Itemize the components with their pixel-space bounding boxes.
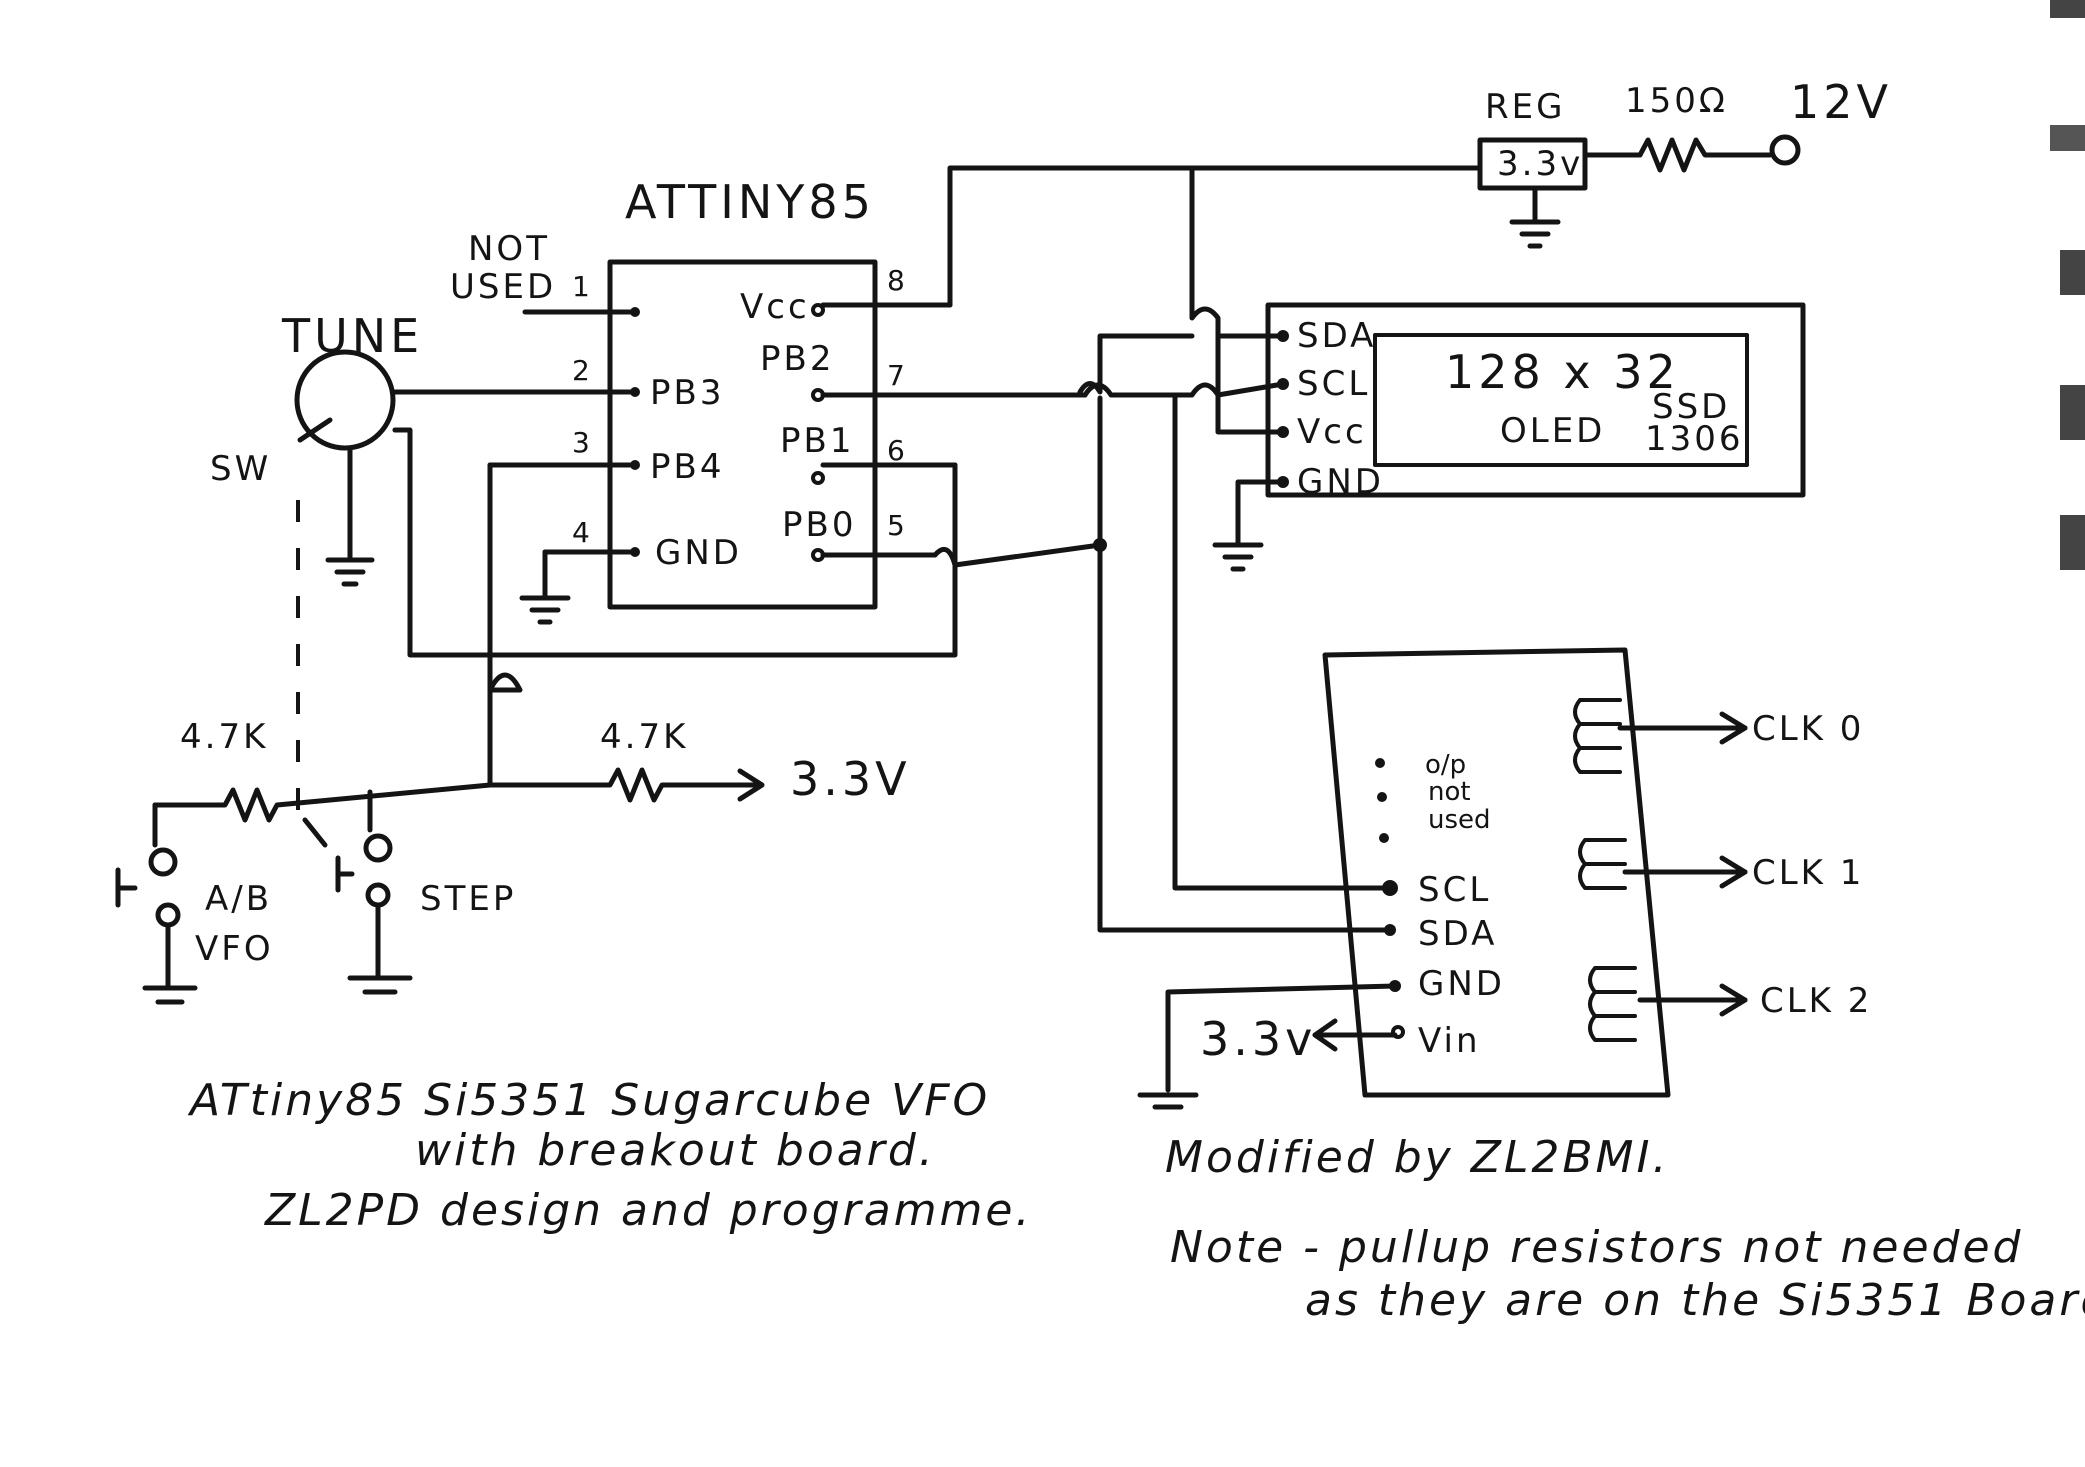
pin-4-number: 4 <box>572 516 590 549</box>
pb3-label: PB3 <box>650 373 724 413</box>
si5351-vin-label: Vin <box>1418 1021 1481 1061</box>
step-label: STEP <box>420 879 516 919</box>
resistor-2-label: 4.7K <box>600 717 688 757</box>
si5351-sda-label: SDA <box>1418 914 1497 954</box>
vfo-label: VFO <box>195 929 274 969</box>
not-used-op: o/p <box>1425 750 1466 780</box>
note-subtitle: with breakout board. <box>415 1125 936 1176</box>
oled-1306-label: 1306 <box>1645 419 1744 459</box>
gnd-pin-label: GND <box>655 533 742 573</box>
notes: ATtiny85 Si5351 Sugarcube VFO with break… <box>187 1075 2085 1326</box>
resistor-1-label: 4.7K <box>180 717 268 757</box>
pin-2-number: 2 <box>572 354 590 387</box>
si5351-scl-label: SCL <box>1418 870 1491 910</box>
resistor-network: 4.7K 4.7K 3.3V <box>152 462 911 823</box>
note-board: as they are on the Si5351 Board <box>1305 1275 2085 1326</box>
not-used-label-1: NOT <box>468 229 550 269</box>
pb4-label: PB4 <box>650 447 724 487</box>
oled-scl-label: SCL <box>1297 364 1370 404</box>
step-switch: STEP <box>335 789 516 995</box>
attiny85-title: ATTINY85 <box>625 175 875 229</box>
pin-5-number: 5 <box>887 509 905 542</box>
supply-12v-label: 12V <box>1790 75 1892 129</box>
ab-label: A/B <box>205 879 272 919</box>
pin-3-number: 3 <box>572 426 590 459</box>
binder-marks <box>2050 0 2085 570</box>
rail-3v3-label: 3.3V <box>790 752 911 806</box>
attiny-ground-symbol <box>519 549 571 625</box>
oled-display: SDA SCL Vcc GND 128 x 32 OLED SSD 1306 <box>1212 302 1806 572</box>
clk0-label: CLK 0 <box>1752 709 1864 749</box>
regulator-value: 3.3v <box>1497 144 1583 184</box>
clk1-label: CLK 1 <box>1752 853 1864 893</box>
note-pullup: Note - pullup resistors not needed <box>1170 1222 2023 1273</box>
i2c-wiring <box>392 165 1393 933</box>
pin-6-number: 6 <box>887 434 905 467</box>
oled-vcc-label: Vcc <box>1297 412 1367 452</box>
clk2-label: CLK 2 <box>1760 981 1872 1021</box>
attiny85-chip: ATTINY85 NOT USED 1 2 3 4 5 6 7 8 PB3 PB… <box>390 175 1088 610</box>
ab-vfo-switch: A/B VFO <box>115 802 274 1005</box>
sw-label: SW <box>210 449 271 489</box>
pb0-label: PB0 <box>782 505 856 545</box>
note-title: ATtiny85 Si5351 Sugarcube VFO <box>187 1075 990 1126</box>
oled-sda-label: SDA <box>1297 316 1376 356</box>
oled-size-label: 128 x 32 <box>1445 345 1680 399</box>
oled-type-label: OLED <box>1500 411 1605 451</box>
pin-7-number: 7 <box>887 359 905 392</box>
regulator-label: REG <box>1485 87 1565 127</box>
tune-label: TUNE <box>281 309 423 363</box>
vin-supply-label: 3.3v <box>1200 1012 1316 1066</box>
si5351-board: o/p not used SCL SDA GND Vin CLK 0 CLK 1… <box>1137 647 1872 1110</box>
si5351-gnd-label: GND <box>1418 964 1505 1004</box>
oled-ssd-label: SSD <box>1652 387 1730 427</box>
tune-encoder: TUNE SW <box>210 309 423 848</box>
not-used-used: used <box>1428 805 1491 835</box>
note-modified: Modified by ZL2BMI. <box>1165 1132 1669 1183</box>
pin-1-number: 1 <box>572 270 590 303</box>
power-supply: 3.3v REG 150Ω 12V <box>947 75 1892 308</box>
note-design: ZL2PD design and programme. <box>264 1185 1032 1236</box>
vcc-pin-label: Vcc <box>740 287 810 327</box>
pb1-label: PB1 <box>780 421 854 461</box>
not-used-label-2: USED <box>450 267 556 307</box>
not-used-not: not <box>1428 777 1471 807</box>
pb2-label: PB2 <box>760 339 834 379</box>
oled-gnd-label: GND <box>1297 462 1384 502</box>
resistor-150-label: 150Ω <box>1625 81 1728 121</box>
pin-8-number: 8 <box>887 264 905 297</box>
